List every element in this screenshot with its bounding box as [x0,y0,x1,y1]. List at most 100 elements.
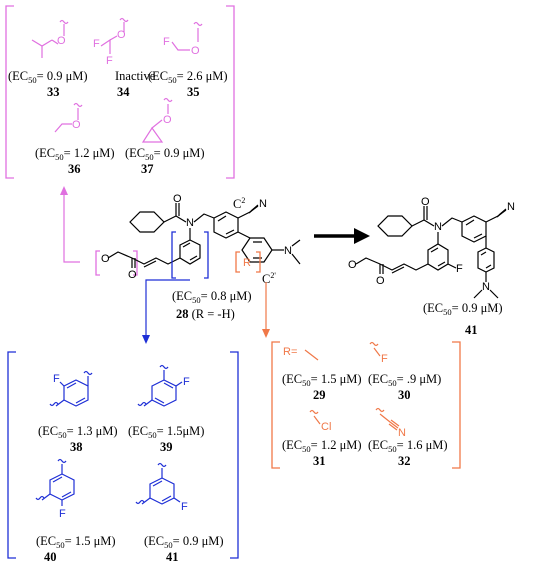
biphenyl-ring-a [461,215,487,243]
compound-id-32: 32 [398,454,411,468]
arrowhead-up-icon [60,186,68,195]
f-panel-bracket-right [230,351,239,559]
atom-o: O [117,29,126,41]
biphenyl-ring-a [213,211,239,239]
arrowhead-down-icon [262,329,270,338]
ec50-label-30: (EC50= .9 μM) [368,372,441,388]
arrow-phenyl-to-panel [145,279,190,336]
compound-id-35: 35 [187,85,200,99]
atom-f: F [181,501,188,513]
atom-n: N [284,245,292,257]
atom-f: F [53,373,60,385]
r-group-label: R [243,257,251,269]
inactive-label-34: Inactive [115,69,156,83]
atom-n: N [398,427,406,439]
compound-label-28: 28 (R = -H) [176,307,235,321]
atom-f: F [183,376,190,388]
fragment-fluoro [369,341,381,357]
compound-id-39: 39 [160,440,173,454]
ether-variants-panel [5,5,235,179]
f-panel-bracket-left [7,351,16,559]
fragment-chloro [309,409,321,425]
atom-n: N [186,217,194,229]
r-panel-bracket-left [271,341,280,469]
c2-prime-label: C2' [262,271,276,286]
fragment-methyl [304,349,319,361]
reaction-arrowhead-icon [354,228,370,244]
atom-o: O [72,119,81,131]
atom-o: O [163,114,172,126]
cyclohexane-ring [129,211,165,233]
r-panel-bracket-right [452,341,461,469]
atom-o: O [421,196,430,208]
biphenyl-ring-b [241,237,273,263]
ec50-label-33: (EC50= 0.9 μM) [8,69,88,85]
compound-id-30: 30 [398,388,411,402]
compound-id-38: 38 [70,440,83,454]
phenyl-bracket-left [171,231,176,279]
compound-id-34: 34 [117,85,130,99]
fluorophenyl-panel [7,351,239,559]
ec50-label-37: (EC50= 0.9 μM) [125,146,205,162]
ec50-label-29: (EC50= 1.5 μM) [282,372,362,388]
ec50-label-41-panel: (EC50= 0.9 μM) [144,534,224,550]
ec50-label-38: (EC50= 1.3 μM) [38,424,118,440]
phenyl-ring [427,243,449,271]
atom-f: F [456,263,463,275]
fragment-cyclopropyl-ether [141,97,173,143]
cyclohexane-ring [377,215,413,237]
atom-o: O [191,45,200,57]
fragment-difluoromethyl-ether [100,17,129,54]
atom-cl: Cl [321,421,331,433]
ec50-label-39: (EC50= 1.5μM) [128,424,204,440]
biphenyl-ring-b [477,247,495,273]
atom-f: F [93,38,100,50]
fragment-4-fluorophenyl [35,458,75,506]
phenyl-bracket-right [204,231,209,279]
product-structure-41 [355,206,507,299]
atom-n: N [259,198,267,210]
atom-n: N [507,201,515,213]
atom-n: N [482,281,490,293]
ec50-label-35: (EC50= 2.6 μM) [148,69,228,85]
fragment-fluoromethyl-ether [171,21,203,51]
atom-o: O [128,269,137,281]
ester-bracket-left [95,250,100,276]
fragment-isopropyl-ether [31,19,69,58]
atom-f: F [106,55,113,67]
atom-f: F [381,353,388,365]
compound-id-37: 37 [141,162,154,176]
r-bracket-left [235,251,240,273]
core-structure-28 [107,203,301,268]
atom-n: N [434,221,442,233]
ether-panel-bracket-right [226,5,235,179]
atom-o: O [57,35,66,47]
r-bracket-right [256,251,261,273]
fragment-2-fluorophenyl [49,370,93,407]
ec50-label-31: (EC50= 1.2 μM) [282,438,362,454]
atom-f: F [59,508,66,520]
fragment-cyano [375,407,400,431]
atom-o: O [348,259,357,271]
fragment-3-fluorophenyl [137,364,183,407]
ec50-label-32: (EC50= 1.6 μM) [368,438,448,454]
compound-id-40: 40 [44,550,57,564]
ec50-label-41: (EC50= 0.9 μM) [423,301,503,317]
arrow-ester-to-ether-panel [63,192,80,263]
r-equals-label: R= [283,346,297,358]
compound-id-41: 41 [465,323,478,337]
ec50-label-36: (EC50= 1.2 μM) [35,146,115,162]
c2-label: C2 [233,196,245,211]
arrowhead-down-icon [142,335,150,344]
compound-id-33: 33 [47,85,60,99]
ec50-label-28: (EC50= 0.8 μM) [172,289,252,305]
ec50-label-40: (EC50= 1.5 μM) [36,534,116,550]
fragment-ethyl-ether [54,102,83,133]
compound-id-31: 31 [313,454,326,468]
compound-id-36: 36 [68,162,81,176]
atom-o: O [173,193,182,205]
atom-o: O [101,253,110,265]
atom-o: O [376,275,385,287]
compound-id-41-panel: 41 [166,550,179,564]
